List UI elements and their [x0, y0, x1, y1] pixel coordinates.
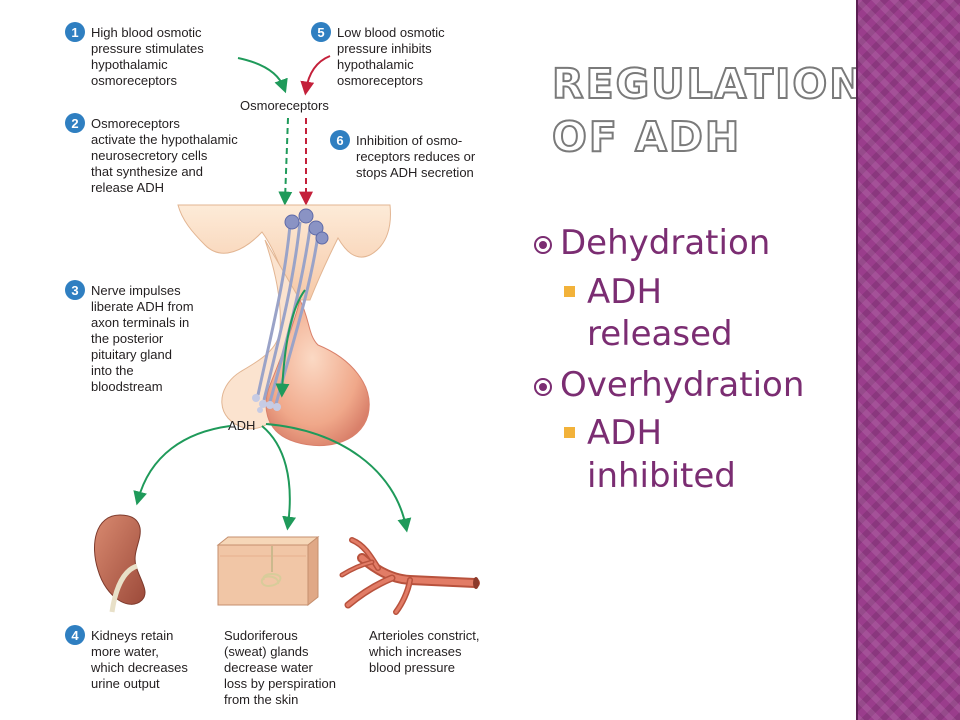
arteriole-caption-line: Arterioles constrict, [369, 628, 480, 643]
step-5-line: hypothalamic [337, 57, 414, 72]
sweat-caption-line: Sudoriferous [224, 628, 298, 643]
slide-title: Regulation of ADH [551, 58, 866, 165]
bullet-list: Dehydration ADH released Overhydration A… [532, 214, 852, 497]
step-3-line: into the [91, 363, 134, 378]
step-2-line: Osmoreceptors [91, 116, 180, 131]
step-1-line: pressure stimulates [91, 41, 204, 56]
osmoreceptors-label: Osmoreceptors [240, 98, 329, 113]
step-3-line: the posterior [91, 331, 164, 346]
step-4-line: Kidneys retain [91, 628, 173, 643]
sub-bullet-item: ADH released [564, 271, 794, 356]
step-4-number: 4 [71, 628, 79, 643]
adh-to-arteriole-arrow [265, 423, 412, 533]
arteriole-caption-line: which increases [368, 644, 462, 659]
step-4-line: more water, [91, 644, 159, 659]
sweat-caption-line: (sweat) glands [224, 644, 309, 659]
bullet-text: Overhydration [560, 364, 805, 405]
arteriole-illustration [339, 537, 480, 615]
step-2: 2 Osmoreceptors activate the hypothalami… [65, 113, 238, 195]
neuron-cell-bodies [284, 208, 329, 245]
step-2-line: neurosecretory cells [91, 148, 208, 163]
step-1-number: 1 [71, 25, 78, 40]
step-4: 4 Kidneys retain more water, which decre… [65, 625, 188, 691]
step-1-line: hypothalamic [91, 57, 168, 72]
sub-bullet-line: ADH [587, 413, 663, 453]
decorative-side-band [856, 0, 960, 720]
step-5-number: 5 [317, 25, 324, 40]
axon-terminals [252, 394, 281, 413]
step-6-line: receptors reduces or [356, 149, 476, 164]
activation-dashed-arrow [278, 117, 293, 206]
step-2-line: release ADH [91, 180, 164, 195]
step-3-line: Nerve impulses [91, 283, 181, 298]
bullet-item: Dehydration [532, 222, 852, 265]
step-3-number: 3 [71, 283, 78, 298]
step-5: 5 Low blood osmotic pressure inhibits hy… [311, 22, 445, 88]
slide-title-line: of ADH [551, 112, 742, 162]
step-6-number: 6 [336, 133, 343, 148]
stimulate-arrow [237, 57, 288, 94]
sweat-gland-caption: Sudoriferous (sweat) glands decrease wat… [224, 628, 336, 707]
sub-bullet-line: inhibited [587, 455, 736, 496]
inhibit-arrow [300, 55, 331, 96]
step-5-line: pressure inhibits [337, 41, 432, 56]
step-3-line: pituitary gland [91, 347, 172, 362]
step-1-line: osmoreceptors [91, 73, 177, 88]
arteriole-caption-line: blood pressure [369, 660, 455, 675]
step-3-line: axon terminals in [91, 315, 189, 330]
sub-bullet-item: ADH inhibited [564, 412, 794, 497]
step-2-line: activate the hypothalamic [91, 132, 238, 147]
bullet-item: Overhydration [532, 364, 852, 407]
adh-regulation-diagram: 1 High blood osmotic pressure stimulates… [65, 22, 480, 707]
step-2-number: 2 [71, 116, 78, 131]
step-6: 6 Inhibition of osmo- receptors reduces … [330, 130, 476, 180]
step-4-line: urine output [91, 676, 160, 691]
step-4-line: which decreases [90, 660, 188, 675]
step-3-line: bloodstream [91, 379, 163, 394]
adh-to-kidney-arrow [133, 425, 231, 506]
sub-bullet-text: ADH inhibited [587, 412, 736, 497]
kidney-illustration [93, 514, 146, 613]
step-2-line: that synthesize and [91, 164, 203, 179]
sweat-caption-line: decrease water [224, 660, 314, 675]
step-6-line: stops ADH secretion [356, 165, 474, 180]
sweat-caption-line: from the skin [224, 692, 298, 707]
nerve-impulse-arrow [275, 289, 306, 398]
sub-bullet-line: released [587, 314, 733, 354]
slide-title-line: Regulation [551, 59, 866, 109]
step-3-line: liberate ADH from [91, 299, 194, 314]
sub-bullet-text: ADH released [587, 271, 733, 356]
adh-label: ADH [228, 418, 255, 433]
step-5-line: Low blood osmotic [337, 25, 445, 40]
step-5-line: osmoreceptors [337, 73, 423, 88]
step-3: 3 Nerve impulses liberate ADH from axon … [65, 280, 194, 394]
bullet-square-icon [564, 427, 575, 438]
bullet-circle-icon [534, 236, 552, 254]
arteriole-caption: Arterioles constrict, which increases bl… [368, 628, 480, 675]
sweat-gland-illustration [216, 535, 320, 607]
step-1: 1 High blood osmotic pressure stimulates… [65, 22, 204, 88]
step-6-line: Inhibition of osmo- [356, 133, 462, 148]
sweat-caption-line: loss by perspiration [224, 676, 336, 691]
bullet-circle-icon [534, 377, 552, 396]
bullet-text: Dehydration [560, 223, 771, 263]
bullet-square-icon [564, 285, 575, 297]
sub-bullet-line: ADH [587, 271, 663, 312]
step-1-line: High blood osmotic [91, 25, 202, 40]
adh-to-sweat-gland-arrow [261, 425, 297, 531]
